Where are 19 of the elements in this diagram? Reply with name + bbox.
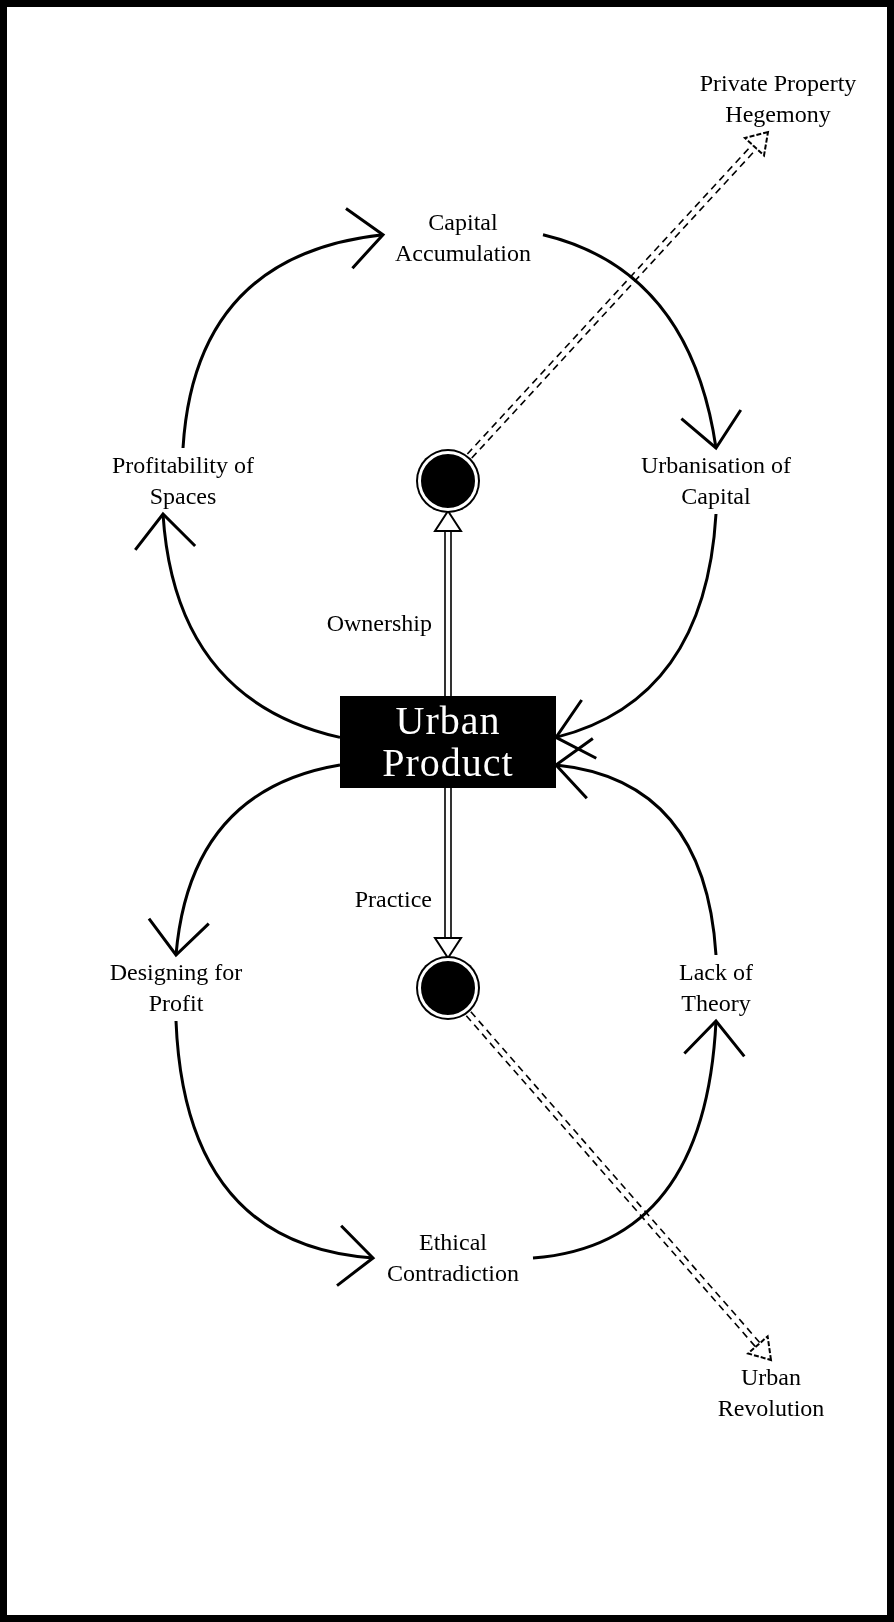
curved-arrow xyxy=(532,1019,745,1260)
double-line-arrow xyxy=(434,787,462,959)
curved-arrow xyxy=(135,512,341,739)
concept-label: Urbanisation of Capital xyxy=(616,448,816,514)
curved-arrow xyxy=(181,208,385,449)
concept-label: Lack of Theory xyxy=(656,955,776,1021)
concept-label: Capital Accumulation xyxy=(383,205,543,271)
curved-arrow xyxy=(542,233,741,450)
dashed-arrow xyxy=(465,1011,772,1361)
concept-label: Ethical Contradiction xyxy=(373,1225,533,1291)
concept-label: Profitability of Spaces xyxy=(83,448,283,514)
double-line-arrow xyxy=(434,510,462,697)
curved-arrow xyxy=(148,763,341,957)
curved-arrow xyxy=(174,1020,375,1286)
central-box xyxy=(340,696,556,788)
concept-label: Designing for Profit xyxy=(86,955,266,1021)
box-title: Urban Product xyxy=(381,700,515,784)
concept-label: Urban Revolution xyxy=(696,1360,846,1426)
concept-label: Private Property Hegemony xyxy=(678,66,878,132)
